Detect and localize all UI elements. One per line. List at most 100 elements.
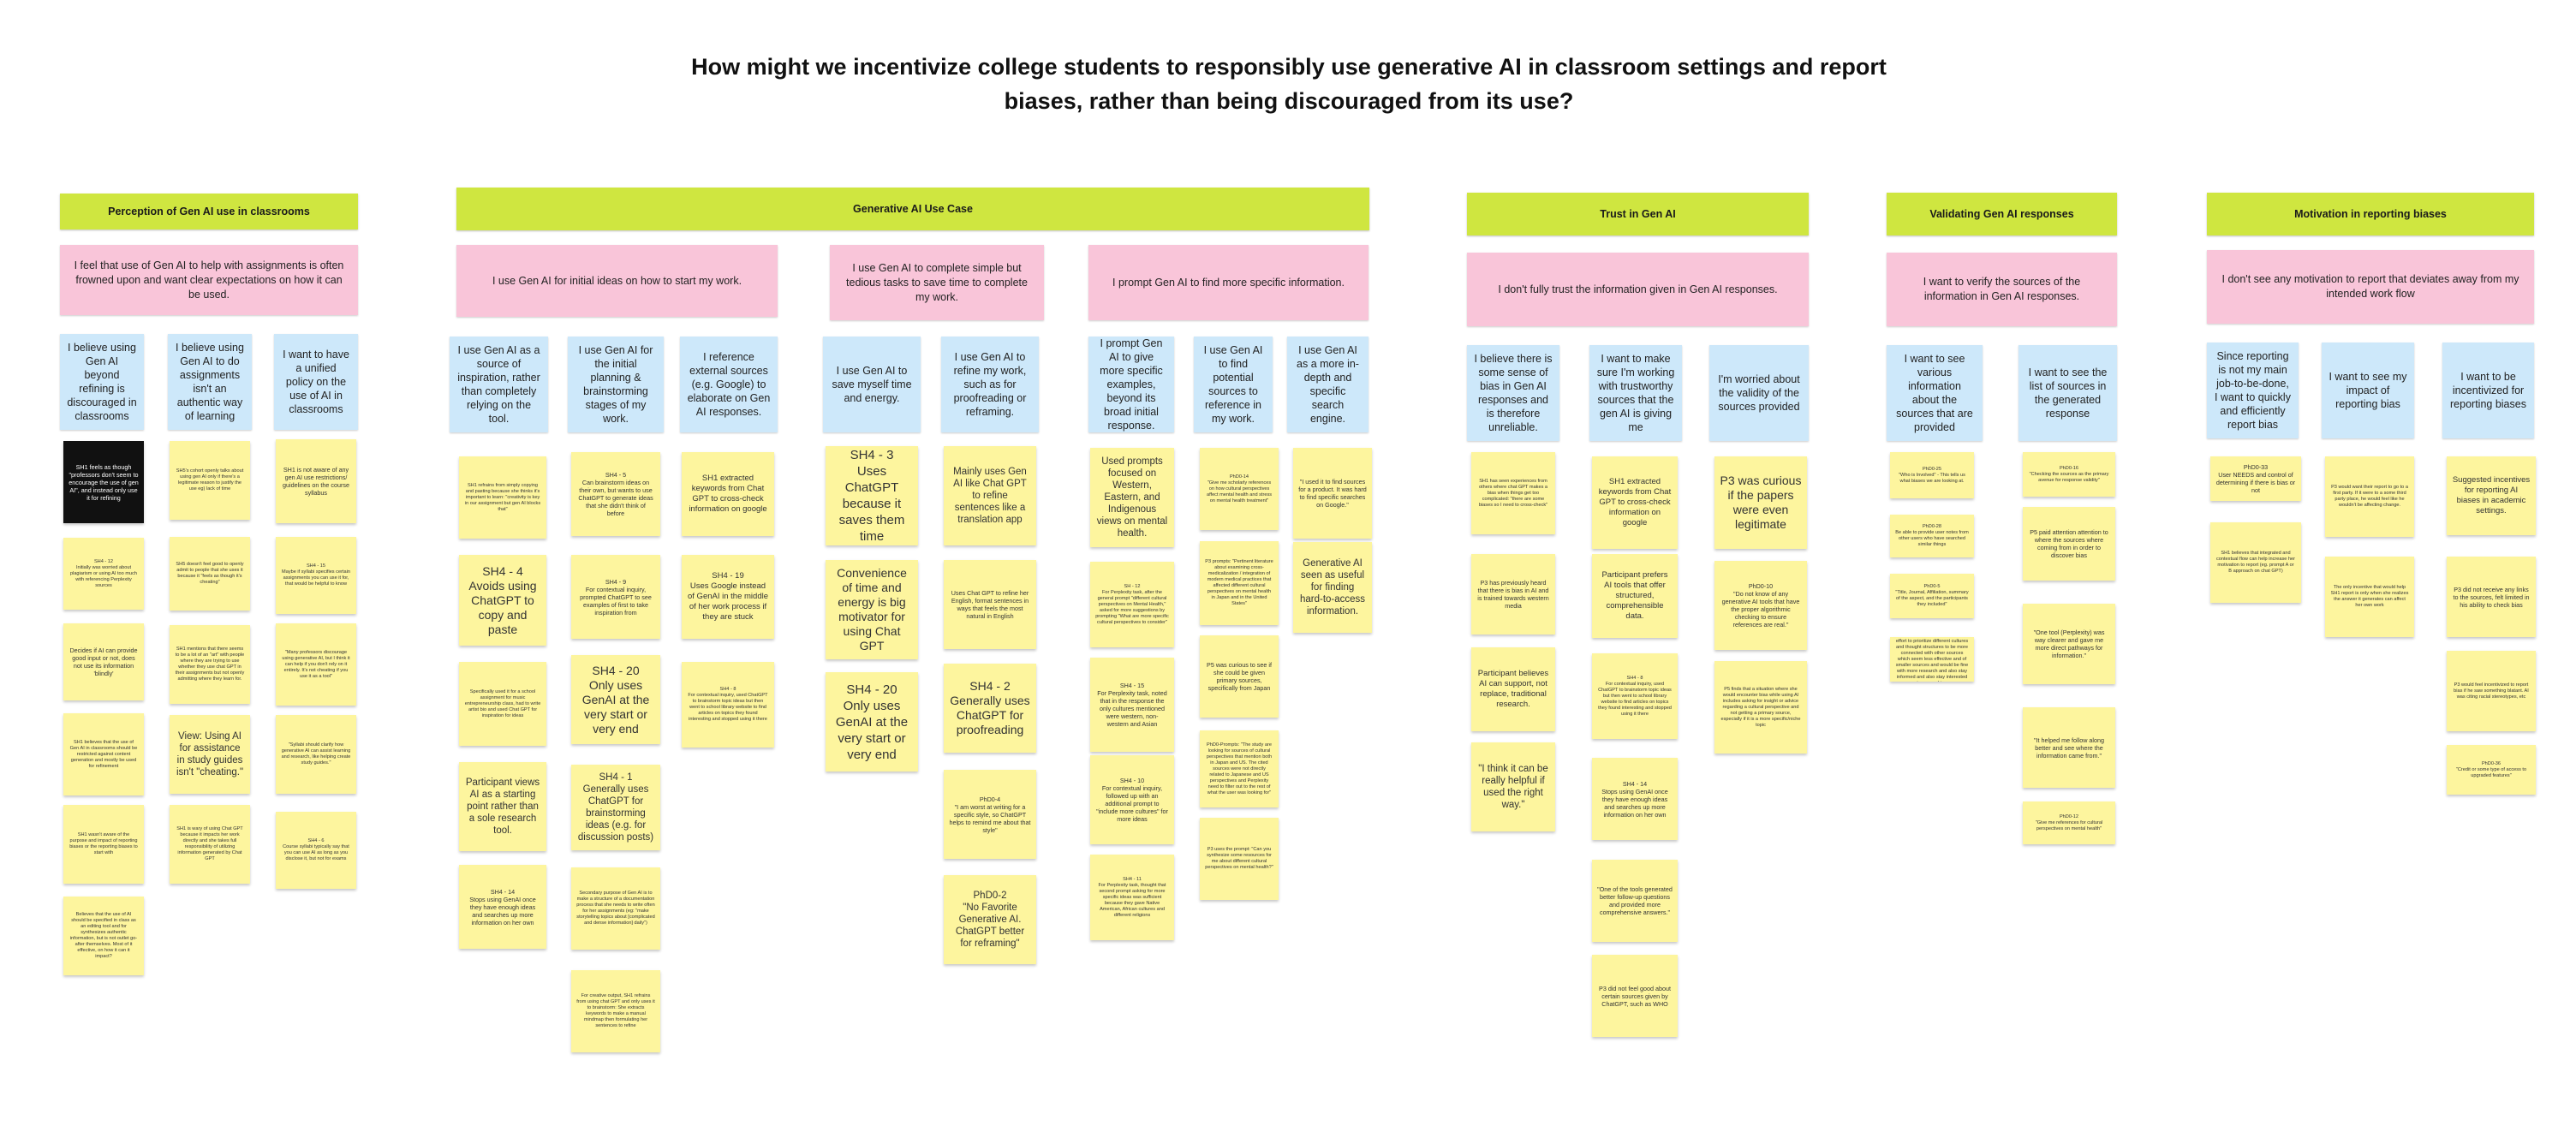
observation-note[interactable]: PhD0-36"Credit or some type of access to… <box>2447 745 2536 795</box>
observation-note[interactable]: P3 was curious if the papers were even l… <box>1714 456 1807 549</box>
observation-note[interactable]: PhD0-Prompts: "The study are looking for… <box>1200 730 1279 807</box>
need-note[interactable]: I use Gen AI to save myself time and ene… <box>823 337 921 432</box>
insight-note-initial-ideas[interactable]: I use Gen AI for initial ideas on how to… <box>456 245 778 317</box>
need-note[interactable]: I want to see various information about … <box>1887 345 1983 441</box>
observation-note[interactable]: PhD0-2"No Favorite Generative AI. ChatGP… <box>944 875 1036 964</box>
need-note[interactable]: I want to be incentivized for reporting … <box>2442 343 2534 438</box>
observation-note[interactable]: Generative AI seen as useful for finding… <box>1293 542 1372 633</box>
insight-note-validating[interactable]: I want to verify the sources of the info… <box>1887 253 2117 326</box>
observation-note[interactable]: SH5 doesn't feel good to openly admit to… <box>170 537 250 611</box>
section-header-validating[interactable]: Validating Gen AI responses <box>1887 193 2117 235</box>
need-note[interactable]: I want to have a unified policy on the u… <box>274 334 358 430</box>
observation-note[interactable]: "I used it to find sources for a product… <box>1293 448 1372 539</box>
observation-note[interactable]: SH1 extracted keywords from Chat GPT to … <box>682 452 774 536</box>
observation-note[interactable]: SH1 is not aware of any gen AI use restr… <box>276 439 356 523</box>
observation-note[interactable]: Mainly uses Gen AI like Chat GPT to refi… <box>944 446 1036 545</box>
observation-note[interactable]: SH1 mentions that there seems to be a lo… <box>170 625 250 704</box>
observation-note[interactable]: "One of the tools generated better follo… <box>1592 860 1678 942</box>
observation-note[interactable]: Specifically used it for a school assign… <box>459 662 546 746</box>
observation-note[interactable]: "Many professors discourage using genera… <box>276 623 356 706</box>
need-note[interactable]: I use Gen AI as a source of inspiration,… <box>450 337 548 432</box>
observation-note[interactable]: Participant prefers AI tools that offer … <box>1592 554 1678 638</box>
observation-note[interactable]: P3 would feel incentivized to report bia… <box>2447 651 2536 731</box>
observation-note[interactable]: Participant views AI as a starting point… <box>459 762 546 851</box>
need-note[interactable]: I reference external sources (e.g. Googl… <box>680 337 778 432</box>
observation-note[interactable]: "One tool (Perplexity) was way clearer a… <box>2023 604 2115 684</box>
observation-note[interactable]: For creative output, SH1 refrains from u… <box>571 970 660 1052</box>
observation-note[interactable]: The only incentive that would help SH1 r… <box>2325 557 2414 637</box>
need-note[interactable]: I want to make sure I'm working with tru… <box>1589 345 1682 441</box>
insight-note-specific-info[interactable]: I prompt Gen AI to find more specific in… <box>1088 245 1368 320</box>
need-note[interactable]: I use Gen AI to find potential sources t… <box>1194 337 1273 432</box>
insight-note-trust[interactable]: I don't fully trust the information give… <box>1467 253 1809 326</box>
observation-note[interactable]: Uses Chat GPT to refine her English, for… <box>944 560 1036 649</box>
observation-note[interactable]: PhD0-12"Give me references for cultural … <box>2023 801 2115 844</box>
need-note[interactable]: I believe there is some sense of bias in… <box>1467 345 1559 441</box>
observation-note[interactable]: P5 paid attention attention to where the… <box>2023 507 2115 581</box>
observation-note[interactable]: PhD0-16"Checking the sources as the prim… <box>2023 452 2115 497</box>
observation-note[interactable]: Convenience of time and energy is big mo… <box>826 560 918 659</box>
observation-note[interactable]: Suggested incentives for reporting AI bi… <box>2447 456 2536 535</box>
observation-note[interactable]: Used prompts focused on Western, Eastern… <box>1090 448 1174 547</box>
need-note[interactable]: Since reporting is not my main job-to-be… <box>2207 343 2299 438</box>
observation-note[interactable]: P3 uses the prompt: "Can you synthesize … <box>1200 818 1279 900</box>
need-note[interactable]: I use Gen AI as a more in-depth and spec… <box>1287 337 1368 432</box>
observation-note[interactable]: P3 did not receive any links to the sour… <box>2447 557 2536 637</box>
observation-note[interactable]: P3 has previously heard that there is bi… <box>1471 554 1555 635</box>
observation-note[interactable]: P3 prompts: "Pertinent literature about … <box>1200 541 1279 625</box>
observation-note[interactable]: PhD0-25"Who is Involved" - This tells us… <box>1890 452 1974 498</box>
observation-note[interactable]: SH1 believes that integrated and context… <box>2210 522 2301 603</box>
observation-note[interactable]: P5 would like the AI model as effort to … <box>1890 637 1974 682</box>
need-note[interactable]: I want to see my impact of reporting bia… <box>2322 343 2414 438</box>
observation-note[interactable]: SH1 wasn't aware of the purpose and impa… <box>63 805 144 884</box>
need-note[interactable]: I use Gen AI for the initial planning & … <box>568 337 664 432</box>
observation-note[interactable]: Secondary purpose of Gen AI is to make a… <box>571 867 660 950</box>
observation-note[interactable]: SH1 is wary of using Chat GPT because it… <box>170 805 250 884</box>
observation-note[interactable]: "Syllabi should clarify how generative A… <box>276 715 356 794</box>
observation-note[interactable]: "It helped me follow along better and se… <box>2023 707 2115 788</box>
observation-note[interactable]: PhD0-5"Title, Journal, Affiliation, summ… <box>1890 574 1974 618</box>
observation-note[interactable]: PhD0-10"Do not know of any generative AI… <box>1714 561 1807 650</box>
observation-note[interactable]: P5 was curious to see if she could be gi… <box>1200 635 1279 718</box>
need-note[interactable]: I prompt Gen AI to give more specific ex… <box>1088 337 1174 432</box>
observation-note[interactable]: P3 would want their report to go to a fi… <box>2325 456 2414 537</box>
insight-note-perception[interactable]: I feel that use of Gen AI to help with a… <box>60 245 358 315</box>
observation-note[interactable]: SH1 feels as though "professors don't se… <box>63 441 144 523</box>
section-header-perception[interactable]: Perception of Gen AI use in classrooms <box>60 194 358 229</box>
need-note[interactable]: I'm worried about the validity of the so… <box>1709 345 1809 441</box>
observation-note[interactable]: PhD0-14"Give me scholarly references on … <box>1200 448 1279 530</box>
need-note[interactable]: I believe using Gen AI to do assignments… <box>168 334 252 430</box>
need-note[interactable]: I want to see the list of sources in the… <box>2018 345 2117 441</box>
section-header-trust[interactable]: Trust in Gen AI <box>1467 193 1809 235</box>
need-note[interactable]: I believe using Gen AI beyond refining i… <box>60 334 144 430</box>
observation-note[interactable]: SH1 refrains from simply copying and pas… <box>459 456 546 539</box>
observation-note[interactable]: Believes that the use of AI should be sp… <box>63 897 144 975</box>
need-note[interactable]: I use Gen AI to refine my work, such as … <box>941 337 1039 432</box>
observation-note[interactable]: P5 finds that a situation where she woul… <box>1714 661 1807 754</box>
observation-note[interactable]: SH1 has seen experiences from others whe… <box>1471 452 1555 534</box>
observation-note[interactable]: Decides if AI can provide good input or … <box>63 623 144 700</box>
insight-note-motivation[interactable]: I don't see any motivation to report tha… <box>2207 250 2534 324</box>
observation-note[interactable]: View: Using AI for assistance in study g… <box>170 715 250 794</box>
observation-note[interactable]: P3 did not feel good about certain sourc… <box>1592 955 1678 1037</box>
observation-note[interactable]: "I think it can be really helpful if use… <box>1471 742 1555 831</box>
observation-note[interactable]: SH1 believes that the use of Gen AI in c… <box>63 713 144 795</box>
section-header-motivation[interactable]: Motivation in reporting biases <box>2207 193 2534 235</box>
observation-note[interactable]: SH5's cohort openly talks about using ge… <box>170 441 250 520</box>
